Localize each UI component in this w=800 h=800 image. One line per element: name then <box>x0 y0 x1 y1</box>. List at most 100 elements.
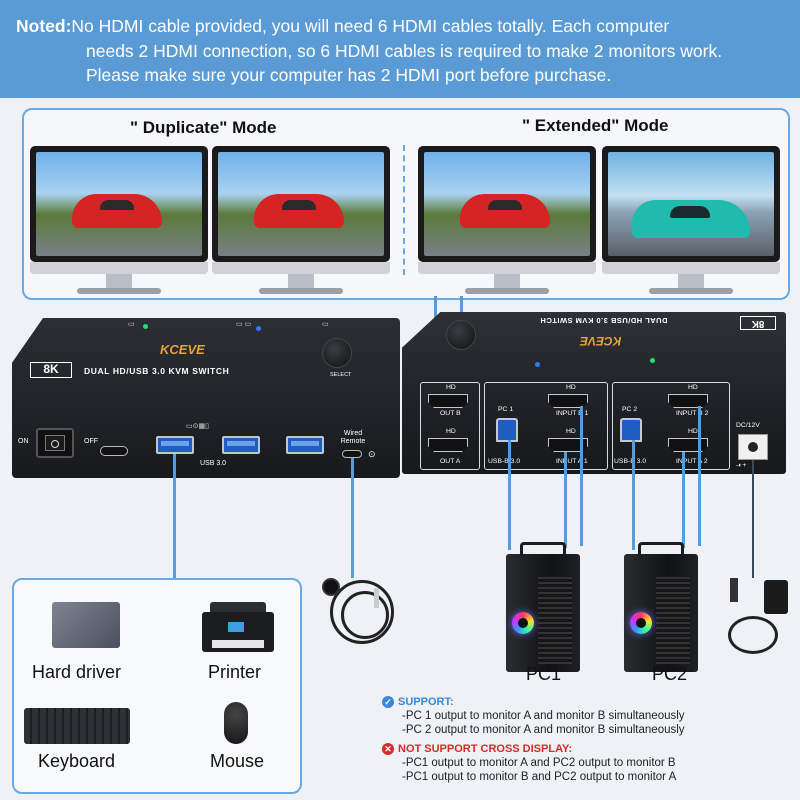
notice-line-2: needs 2 HDMI connection, so 6 HDMI cable… <box>86 40 723 61</box>
mouse-label: Mouse <box>210 751 265 771</box>
teal-car-image <box>632 200 750 238</box>
hd-label: HD <box>566 428 576 435</box>
usb-b-port-pc1 <box>496 418 518 442</box>
usb-b-label: USB-B 3.0 <box>614 458 647 465</box>
x-circle-icon: ✕ <box>382 742 394 755</box>
badge-8k: 8K <box>30 362 72 378</box>
usb-b-label: USB-B 3.0 <box>488 458 521 465</box>
pc1-caption: PC1 <box>526 664 562 684</box>
mouse-icon <box>224 702 248 744</box>
hdmi-input-b2-port <box>668 394 708 408</box>
hd-label: HD <box>566 384 576 391</box>
badge-8k-back: 8K <box>740 316 776 330</box>
hdmi-out-a-port <box>428 438 468 452</box>
out-b-label: OUT B <box>440 410 461 417</box>
hard-drive-label: Hard driver <box>32 662 122 682</box>
polarity-icon: -◐+ <box>736 462 747 469</box>
nosupport-item: -PC1 output to monitor B and PC2 output … <box>402 771 677 784</box>
select-knob[interactable] <box>322 338 352 368</box>
notice-text: Noted:No HDMI cable provided, you will n… <box>16 14 791 88</box>
notice-line-1: No HDMI cable provided, you will need 6 … <box>71 16 670 36</box>
power-switch[interactable] <box>36 428 74 458</box>
remote-cable-coil <box>330 580 394 644</box>
pc2-tower <box>624 542 698 672</box>
fan-icon <box>512 612 534 634</box>
monitor-icon: ▭ ▭ <box>236 321 252 328</box>
back-model-label: DUAL HD/USB 3.0 KVM SWITCH <box>540 316 668 325</box>
adapter-cable-coil <box>728 616 778 654</box>
hdmi-input-b1-port <box>548 394 588 408</box>
nosupport-item: -PC1 output to monitor A and PC2 output … <box>402 756 676 769</box>
pc2-led-icon <box>256 326 261 331</box>
dc-label: DC/12V <box>736 422 760 429</box>
back-logo: KCEVE <box>580 334 622 348</box>
power-cable <box>752 460 754 578</box>
dc-power-jack <box>738 434 768 460</box>
wired-remote-port <box>342 450 362 458</box>
power-icon <box>45 435 65 451</box>
notice-banner <box>0 0 800 98</box>
front-logo: KCEVE <box>160 342 205 357</box>
input-a1-label: INPUT A 1 <box>556 458 588 465</box>
pc1-led-icon <box>535 362 540 367</box>
duplicate-mode-title: " Duplicate" Mode <box>130 118 277 137</box>
hd-label: HD <box>446 428 456 435</box>
monitor-extended-b <box>602 146 780 294</box>
off-label: OFF <box>84 438 98 445</box>
support-item: -PC 1 output to monitor A and monitor B … <box>402 710 685 723</box>
input-b1-label: INPUT B 1 <box>556 410 589 417</box>
red-car-image <box>460 194 550 228</box>
fan-icon <box>630 612 652 634</box>
usb-c-port <box>100 446 128 456</box>
keyboard-icon <box>24 708 130 744</box>
select-label: SELECT <box>330 372 352 378</box>
keyboard-label: Keyboard <box>38 751 116 771</box>
hdmi-cable-pc1-b <box>580 406 583 546</box>
pc2-port-group <box>612 382 730 470</box>
hdmi-cable-pc1-a <box>564 452 567 548</box>
input-a2-label: INPUT A 2 <box>676 458 708 465</box>
support-heading: ✓ SUPPORT: <box>382 695 796 709</box>
monitor-duplicate-a <box>30 146 208 294</box>
select-knob-back <box>446 320 476 350</box>
usb-cable <box>173 454 176 580</box>
nosupport-heading-text: NOT SUPPORT CROSS DISPLAY: <box>398 742 573 755</box>
pc1-led-icon <box>143 324 148 329</box>
support-item: -PC 2 output to monitor A and monitor B … <box>402 724 685 737</box>
hd-label: HD <box>446 384 456 391</box>
pc2-label: PC 2 <box>622 406 638 413</box>
pc2-led-icon <box>650 358 655 363</box>
hdmi-out-b-port <box>428 394 468 408</box>
usb3-port-1 <box>156 436 194 454</box>
nosupport-heading: ✕ NOT SUPPORT CROSS DISPLAY: <box>382 742 796 756</box>
printer-label: Printer <box>208 662 262 682</box>
hdmi-cable-pc2-a <box>682 452 685 548</box>
monitor-duplicate-b <box>212 146 390 294</box>
pc1-label: PC 1 <box>498 406 514 413</box>
extended-mode-title: " Extended" Mode <box>522 116 669 135</box>
support-heading-text: SUPPORT: <box>398 696 454 708</box>
pc1-tower <box>506 542 580 672</box>
on-label: ON <box>18 438 29 445</box>
wired-remote-button[interactable] <box>322 578 340 596</box>
input-b2-label: INPUT B 2 <box>676 410 709 417</box>
remote-cable <box>351 458 354 578</box>
usb30-label: USB 3.0 <box>200 460 227 467</box>
check-circle-icon: ✓ <box>382 696 394 709</box>
hard-drive-icon <box>52 602 120 648</box>
hdmi-cable-pc2-b <box>698 406 701 546</box>
pc2-caption: PC2 <box>652 664 688 684</box>
usb-cable-pc1 <box>508 440 511 550</box>
monitor-extended-a <box>418 146 596 294</box>
pc1-port-group <box>484 382 608 470</box>
notice-label: Noted: <box>16 16 72 36</box>
dc-plug <box>730 578 738 602</box>
usb3-port-2 <box>222 436 260 454</box>
mode-divider <box>403 145 405 275</box>
monitor-icon: ▭ <box>322 321 329 328</box>
compatibility-notes: ✓ SUPPORT: -PC 1 output to monitor A and… <box>382 695 796 784</box>
hdmi-input-a1-port <box>548 438 588 452</box>
hd-label: HD <box>688 384 698 391</box>
hdmi-input-a2-port <box>668 438 708 452</box>
usb3-port-3 <box>286 436 324 454</box>
